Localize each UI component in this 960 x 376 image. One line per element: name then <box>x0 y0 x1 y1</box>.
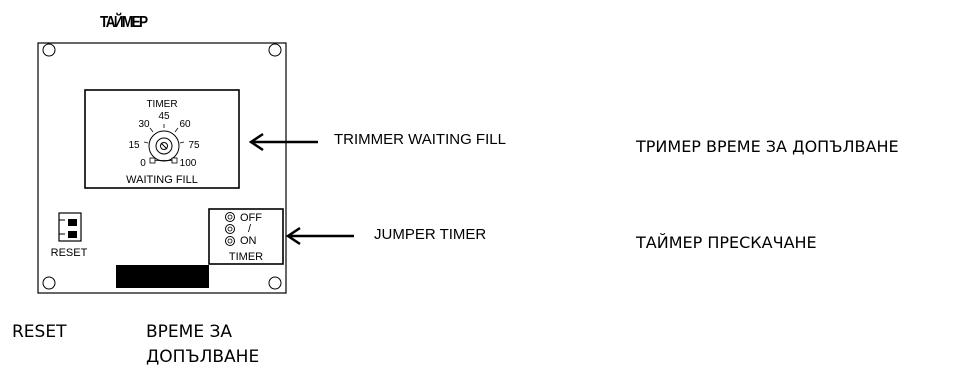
reset-switch-label: RESET <box>51 247 88 259</box>
diagram-title: ТАЙМЕР <box>100 14 148 31</box>
scale-label: 45 <box>158 111 170 122</box>
mounting-hole-top-left <box>42 43 56 57</box>
mounting-hole-bottom-right <box>268 276 282 290</box>
scale-label: 60 <box>179 119 191 130</box>
jumper-pin <box>225 236 235 246</box>
bottom-reset-label: RESET <box>12 322 67 342</box>
reset-switch-slider-top <box>68 219 77 226</box>
trimmer-arrowhead <box>248 132 264 152</box>
jumper-arrowhead <box>285 226 301 246</box>
trimmer-box <box>84 89 240 189</box>
reset-switch-slider-bottom <box>68 231 77 238</box>
jumper-callout-en: JUMPER TIMER <box>374 226 487 243</box>
jumper-box <box>208 208 284 265</box>
bottom-wait-label-line2: ДОПЪЛВАНЕ <box>146 347 260 367</box>
black-label-bar <box>116 265 209 288</box>
jumper-timer-label: TIMER <box>229 251 263 263</box>
jumper-pin <box>225 224 235 234</box>
trimmer-dial-inner <box>155 137 173 155</box>
jumper-callout-bg: ТАЙМЕР ПРЕСКАЧАНЕ <box>636 233 817 252</box>
jumper-on-label: ON <box>240 235 257 247</box>
trimmer-callout-bg: ТРИМЕР ВРЕМЕ ЗА ДОПЪЛВАНЕ <box>636 137 899 156</box>
mounting-hole-bottom-left <box>42 276 56 290</box>
jumper-pin <box>225 212 235 222</box>
trimmer-dial <box>148 130 180 162</box>
jumper-off-label: OFF <box>240 212 262 224</box>
trimmer-dial-center <box>160 142 168 150</box>
scale-label: 30 <box>138 119 150 130</box>
mounting-hole-top-right <box>268 43 282 57</box>
bottom-wait-label-line1: ВРЕМЕ ЗА <box>146 322 232 342</box>
trimmer-callout-en: TRIMMER WAITING FILL <box>334 131 506 148</box>
scale-label: 75 <box>188 140 200 151</box>
trimmer-bottom-label: WAITING FILL <box>126 174 198 186</box>
jumper-slash: / <box>248 223 252 235</box>
scale-label: 100 <box>180 158 197 169</box>
scale-label: 0 <box>140 158 146 169</box>
trimmer-top-label: TIMER <box>146 99 177 110</box>
scale-label: 15 <box>128 140 140 151</box>
